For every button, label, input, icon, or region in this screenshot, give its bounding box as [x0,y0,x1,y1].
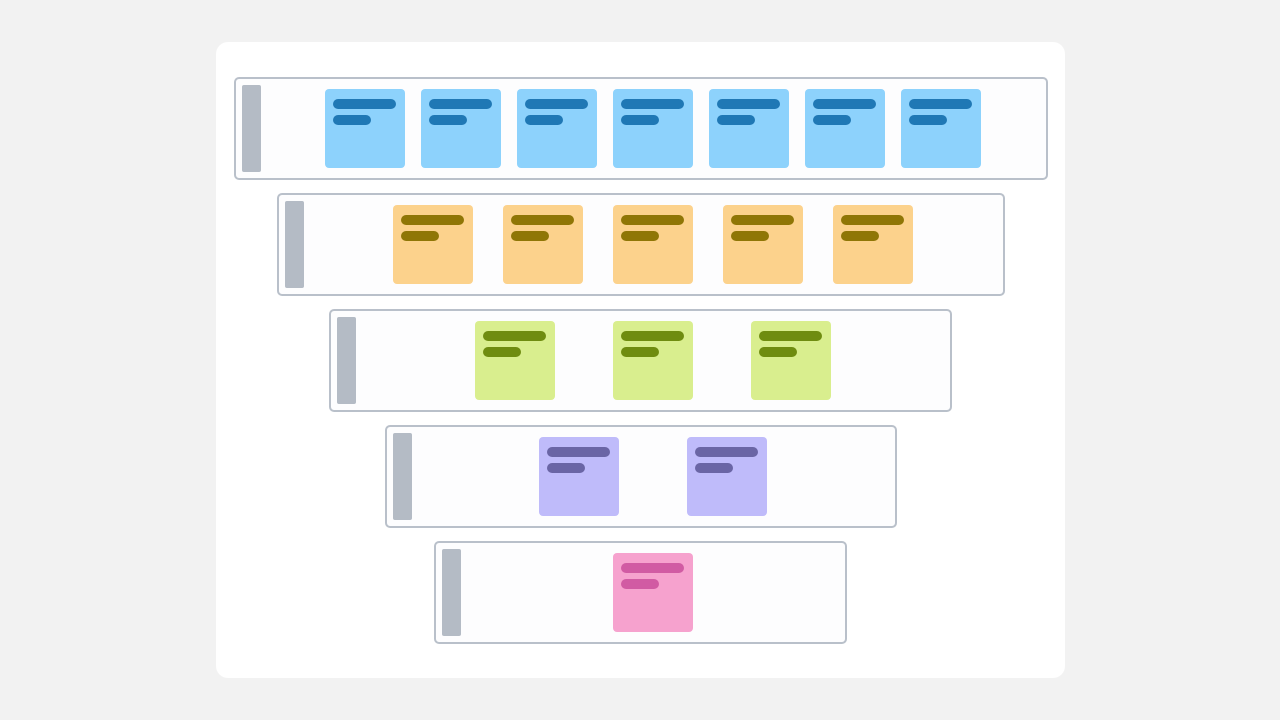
lane-drag-handle[interactable] [392,433,412,520]
card-text-line-2 [483,347,521,357]
card-text-line-2 [621,579,659,589]
sticky-card[interactable] [751,321,831,400]
card-text-line-2 [717,115,755,125]
lane-card-area [356,311,950,410]
swimlane-lane-1 [233,77,1048,180]
card-text-line-2 [841,231,879,241]
card-text-line-2 [429,115,467,125]
card-text-line-1 [695,447,758,457]
sticky-card[interactable] [393,205,473,284]
card-text-line-2 [621,115,659,125]
lane-drag-handle[interactable] [337,317,356,404]
card-text-line-1 [731,215,794,225]
sticky-card[interactable] [687,437,767,516]
sticky-card[interactable] [539,437,619,516]
card-text-line-1 [429,99,492,109]
card-text-line-2 [621,231,659,241]
card-text-line-2 [731,231,769,241]
lane-card-area [412,427,895,526]
swimlane-lane-2 [276,193,1005,296]
sticky-card[interactable] [475,321,555,400]
sticky-card[interactable] [613,553,693,632]
swimlane-lane-3 [329,309,952,412]
card-text-line-1 [621,563,684,573]
card-text-line-2 [333,115,371,125]
sticky-card[interactable] [517,89,597,168]
card-text-line-1 [525,99,588,109]
card-text-line-1 [401,215,464,225]
card-text-line-2 [759,347,797,357]
card-text-line-1 [759,331,822,341]
card-text-line-1 [483,331,546,341]
lane-card-area [461,543,845,642]
lane-card-area [304,195,1003,294]
card-text-line-2 [813,115,851,125]
card-text-line-1 [909,99,972,109]
card-text-line-2 [401,231,439,241]
lane-card-area [261,79,1046,178]
lane-drag-handle[interactable] [241,85,261,172]
sticky-card[interactable] [723,205,803,284]
card-text-line-1 [621,215,684,225]
card-text-line-1 [511,215,574,225]
lane-drag-handle[interactable] [442,549,461,636]
sticky-card[interactable] [613,89,693,168]
card-text-line-1 [547,447,610,457]
swimlane-lane-5 [434,541,847,644]
sticky-card[interactable] [325,89,405,168]
card-text-line-2 [621,347,659,357]
card-text-line-2 [547,463,585,473]
card-text-line-1 [813,99,876,109]
sticky-card[interactable] [709,89,789,168]
card-text-line-1 [333,99,396,109]
card-text-line-1 [621,99,684,109]
card-text-line-2 [695,463,733,473]
sticky-card[interactable] [901,89,981,168]
sticky-card[interactable] [421,89,501,168]
swimlane-lane-4 [384,425,897,528]
card-text-line-2 [511,231,549,241]
card-text-line-2 [525,115,563,125]
card-text-line-1 [841,215,904,225]
sticky-card[interactable] [833,205,913,284]
card-text-line-2 [909,115,947,125]
card-text-line-1 [621,331,684,341]
board-panel [216,42,1065,678]
lane-drag-handle[interactable] [284,201,304,288]
sticky-card[interactable] [503,205,583,284]
sticky-card[interactable] [805,89,885,168]
sticky-card[interactable] [613,321,693,400]
sticky-card[interactable] [613,205,693,284]
card-text-line-1 [717,99,780,109]
